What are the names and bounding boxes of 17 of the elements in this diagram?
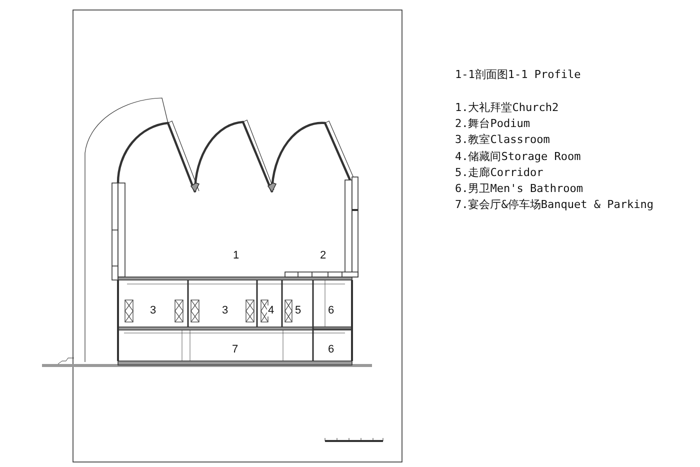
room-number: 7 [230, 344, 240, 356]
room-number: 3 [220, 306, 230, 316]
legend-item: 6.男卫Men's Bathroom [455, 183, 583, 194]
room-number: 3 [148, 306, 158, 316]
room-number: 6 [326, 344, 336, 356]
room-number: 4 [266, 306, 276, 316]
room-number: 6 [326, 306, 336, 316]
legend-item: 5.走廊Corridor [455, 166, 544, 178]
room-number: 5 [294, 306, 302, 316]
legend-item: 2.舞台Podium [455, 118, 530, 130]
legend-item: 4.储藏间Storage Room [455, 150, 581, 162]
legend-item: 3.教室Classroom [455, 134, 550, 146]
room-number: 1 [232, 250, 240, 262]
drawing-title: 1-1剖面图1-1 Profile [455, 69, 581, 80]
legend-item: 7.宴会厅&停车场Banquet & Parking [455, 199, 654, 210]
legend-item: 1.大礼拜堂Church2 [455, 102, 559, 113]
room-number: 2 [318, 250, 328, 262]
